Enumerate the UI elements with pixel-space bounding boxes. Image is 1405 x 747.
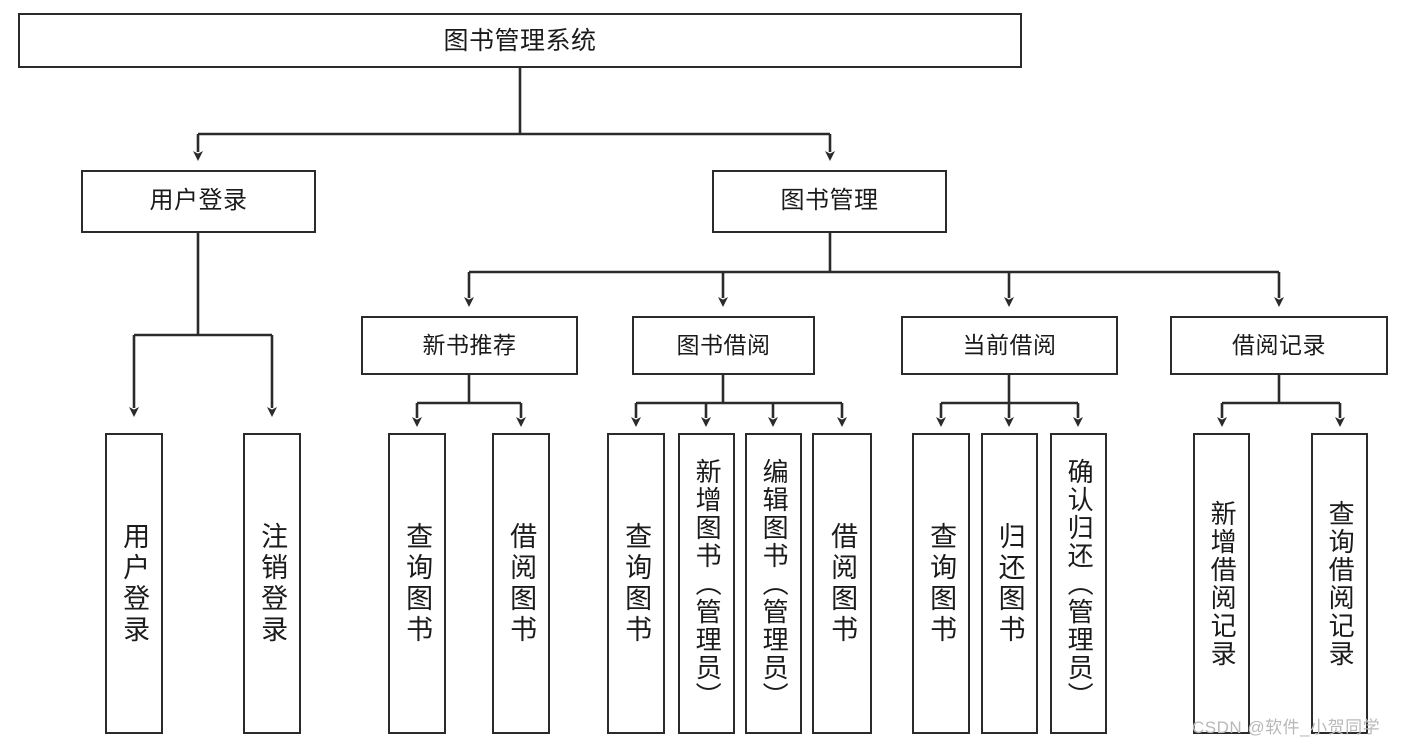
node-user-login[interactable]: 用户登录 — [81, 170, 316, 233]
node-root-label: 图书管理系统 — [443, 26, 597, 55]
node-leaf-query-book-2-label: 查询图书 — [621, 521, 652, 646]
node-leaf-user-login[interactable]: 用户登录 — [105, 433, 163, 734]
node-leaf-return-book-label: 归还图书 — [994, 521, 1025, 646]
node-leaf-add-record-label: 新增借阅记录 — [1207, 499, 1238, 668]
node-leaf-borrow-book-1-label: 借阅图书 — [506, 521, 537, 646]
node-leaf-borrow-book-1[interactable]: 借阅图书 — [492, 433, 550, 734]
node-book-manage-label: 图书管理 — [780, 187, 879, 215]
node-leaf-borrow-book-2[interactable]: 借阅图书 — [812, 433, 872, 734]
node-leaf-logout[interactable]: 注销登录 — [243, 433, 301, 734]
node-book-borrow[interactable]: 图书借阅 — [632, 316, 815, 375]
node-borrow-record-label: 借阅记录 — [1232, 331, 1326, 358]
node-leaf-confirm-return-label: 确认归还（管理员） — [1064, 457, 1095, 710]
node-leaf-query-record-label: 查询借阅记录 — [1325, 499, 1356, 668]
node-leaf-edit-book-label: 编辑图书（管理员） — [759, 457, 790, 710]
node-leaf-query-book-2[interactable]: 查询图书 — [607, 433, 665, 734]
node-leaf-confirm-return[interactable]: 确认归还（管理员） — [1050, 433, 1107, 734]
node-leaf-user-login-label: 用户登录 — [119, 521, 150, 646]
node-leaf-return-book[interactable]: 归还图书 — [981, 433, 1038, 734]
node-leaf-query-record[interactable]: 查询借阅记录 — [1311, 433, 1368, 734]
node-leaf-query-book-1[interactable]: 查询图书 — [388, 433, 446, 734]
node-root[interactable]: 图书管理系统 — [18, 13, 1022, 68]
node-leaf-add-book[interactable]: 新增图书（管理员） — [678, 433, 735, 734]
node-leaf-borrow-book-2-label: 借阅图书 — [827, 521, 858, 646]
node-book-borrow-label: 图书借阅 — [676, 331, 771, 358]
node-current-borrow[interactable]: 当前借阅 — [901, 316, 1118, 375]
node-leaf-query-book-3[interactable]: 查询图书 — [912, 433, 970, 734]
node-leaf-query-book-1-label: 查询图书 — [402, 521, 433, 646]
node-borrow-record[interactable]: 借阅记录 — [1170, 316, 1388, 375]
node-new-book-recommend[interactable]: 新书推荐 — [361, 316, 578, 375]
node-leaf-query-book-3-label: 查询图书 — [926, 521, 957, 646]
node-user-login-label: 用户登录 — [149, 187, 248, 215]
node-leaf-edit-book[interactable]: 编辑图书（管理员） — [745, 433, 802, 734]
node-leaf-logout-label: 注销登录 — [257, 521, 288, 646]
node-current-borrow-label: 当前借阅 — [962, 331, 1057, 358]
node-leaf-add-book-label: 新增图书（管理员） — [692, 457, 723, 710]
node-new-book-recommend-label: 新书推荐 — [422, 331, 517, 358]
node-leaf-add-record[interactable]: 新增借阅记录 — [1193, 433, 1250, 734]
node-book-manage[interactable]: 图书管理 — [712, 170, 947, 233]
